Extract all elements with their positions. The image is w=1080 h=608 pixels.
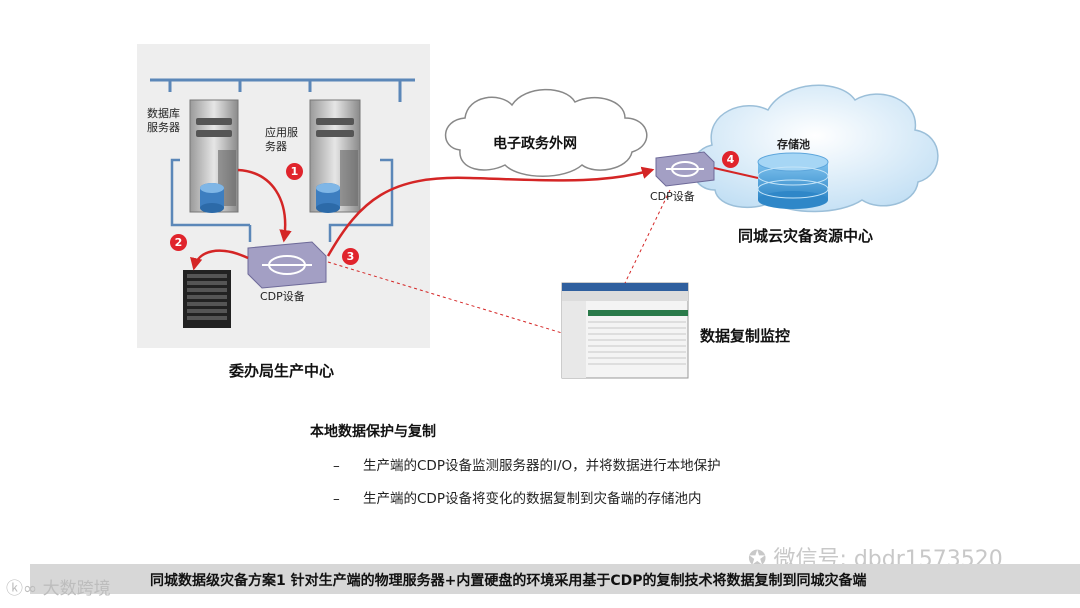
footer-caption: 同城数据级灾备方案1 针对生产端的物理服务器+内置硬盘的环境采用基于CDP的复制… [150,573,867,589]
step-marker-3: 3 [342,248,359,265]
cdp-remote-icon [655,151,715,187]
disk-array-icon [183,270,231,328]
brand-logo-icon: ⓚ∞ [6,579,43,599]
flow-arrows [190,166,655,271]
footer-bar [30,564,1080,594]
monitor-label: 数据复制监控 [700,327,791,345]
bullet-item: –生产端的CDP设备监测服务器的I/O，并将数据进行本地保护 [333,458,721,474]
app-server-label: 应用服务器 [265,126,298,153]
db-server-icon [189,99,239,213]
step-marker-4: 4 [722,151,739,168]
storage-pool-label: 存储池 [777,138,810,151]
step-marker-2: 2 [170,234,187,251]
bullet-item: –生产端的CDP设备将变化的数据复制到灾备端的存储池内 [333,491,702,507]
network-label: 电子政务外网 [493,136,577,152]
cdp-remote-label: CDP设备 [650,190,695,203]
cdp-local-label: CDP设备 [260,290,305,303]
monitor-screenshot-icon [561,282,689,379]
step-marker-1: 1 [286,163,303,180]
network-cloud-icon [444,88,648,177]
wiring [170,158,394,242]
app-server-icon [309,99,361,213]
cdp-local-icon [247,241,327,289]
local-center-label: 委办局生产中心 [229,362,335,380]
remote-center-label: 同城云灾备资源中心 [738,227,874,245]
storage-pool-icon [757,152,829,209]
network-bus [150,78,415,102]
remote-cloud-icon [691,84,939,213]
monitor-lines [327,189,671,334]
cdp-storage-link [713,167,759,179]
brand-watermark: ⓚ∞ 大数跨境 [6,579,111,599]
db-server-label: 数据库服务器 [147,107,180,134]
section-title: 本地数据保护与复制 [310,424,436,440]
